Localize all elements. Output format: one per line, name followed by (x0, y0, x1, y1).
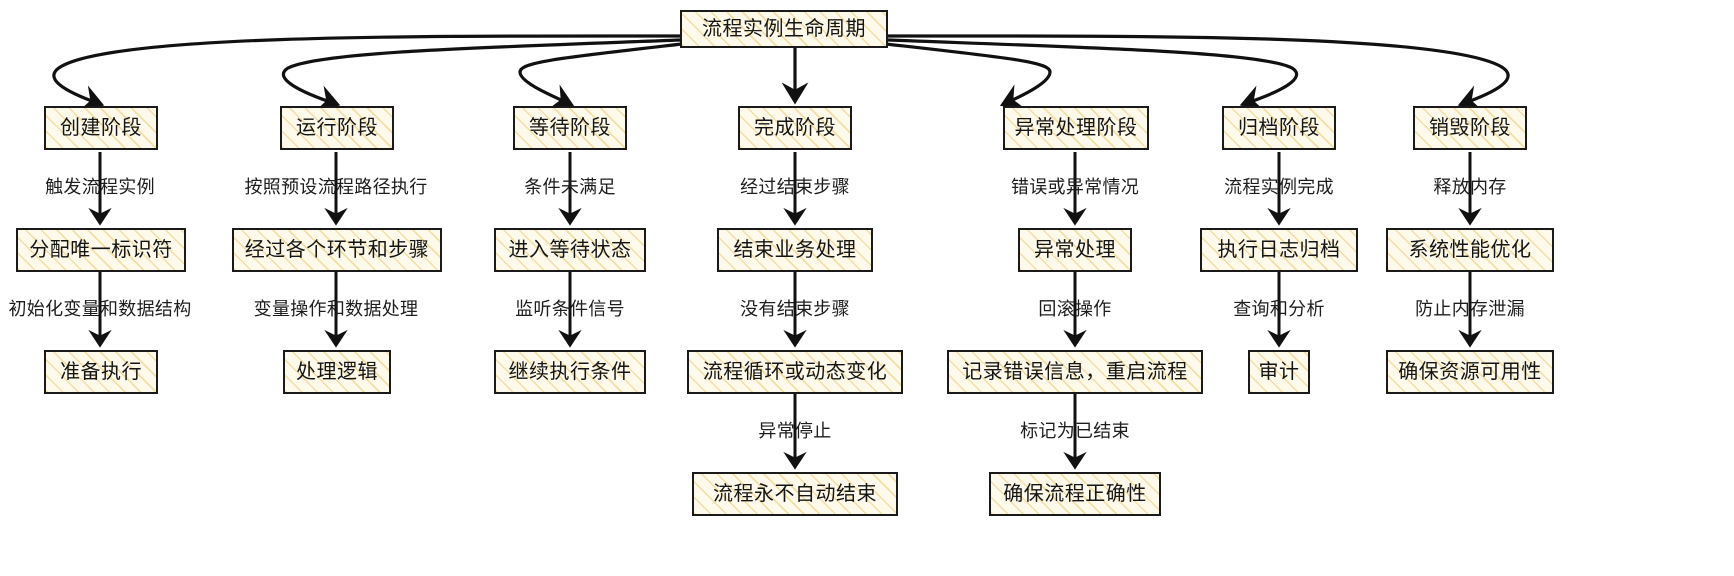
node-b1-step1[interactable]: 分配唯一标识符 (16, 228, 186, 272)
edge-label-b2-1: 变量操作和数据处理 (253, 299, 419, 319)
edge-label-b4-1: 没有结束步骤 (740, 299, 850, 319)
edge-label-b6-0: 流程实例完成 (1224, 177, 1334, 197)
edge-label-b1-0: 触发流程实例 (45, 177, 155, 197)
edge-label-b5-0: 错误或异常情况 (1010, 177, 1140, 197)
node-b5-step1[interactable]: 异常处理 (1018, 228, 1132, 272)
node-b3-step1[interactable]: 进入等待状态 (494, 228, 646, 272)
edge-label-b6-1: 查询和分析 (1233, 299, 1325, 319)
node-b1-step2[interactable]: 准备执行 (44, 350, 158, 394)
node-b7-step2[interactable]: 确保资源可用性 (1386, 350, 1554, 394)
node-stage-create[interactable]: 创建阶段 (44, 106, 158, 150)
node-b4-step2[interactable]: 流程循环或动态变化 (687, 350, 903, 394)
node-b6-step1[interactable]: 执行日志归档 (1200, 228, 1358, 272)
node-stage-waiting[interactable]: 等待阶段 (513, 106, 627, 150)
edge-label-b2-0: 按照预设流程路径执行 (244, 177, 428, 197)
node-b3-step2[interactable]: 继续执行条件 (494, 350, 646, 394)
node-b2-step2[interactable]: 处理逻辑 (283, 350, 391, 394)
node-stage-exception[interactable]: 异常处理阶段 (1003, 106, 1149, 150)
node-b5-step3[interactable]: 确保流程正确性 (989, 472, 1161, 516)
edge-label-b4-2: 异常停止 (758, 421, 832, 441)
edge-label-b5-2: 标记为已结束 (1020, 421, 1130, 441)
node-root[interactable]: 流程实例生命周期 (680, 10, 888, 48)
edge-label-b4-0: 经过结束步骤 (740, 177, 850, 197)
node-stage-complete[interactable]: 完成阶段 (738, 106, 852, 150)
node-stage-archive[interactable]: 归档阶段 (1222, 106, 1336, 150)
edge-label-b7-1: 防止内存泄漏 (1415, 299, 1525, 319)
node-b5-step2[interactable]: 记录错误信息，重启流程 (947, 350, 1203, 394)
node-stage-destroy[interactable]: 销毁阶段 (1413, 106, 1527, 150)
node-b2-step1[interactable]: 经过各个环节和步骤 (232, 228, 442, 272)
edge-label-b3-1: 监听条件信号 (515, 299, 625, 319)
node-b6-step2[interactable]: 审计 (1248, 350, 1310, 394)
node-b4-step1[interactable]: 结束业务处理 (717, 228, 873, 272)
edge-label-b5-1: 回滚操作 (1038, 299, 1112, 319)
node-b4-step3[interactable]: 流程永不自动结束 (692, 472, 898, 516)
edge-label-b1-1: 初始化变量和数据结构 (8, 299, 192, 319)
node-stage-running[interactable]: 运行阶段 (280, 106, 394, 150)
node-b7-step1[interactable]: 系统性能优化 (1386, 228, 1554, 272)
edge-label-b7-0: 释放内存 (1433, 177, 1507, 197)
edge-label-b3-0: 条件未满足 (524, 177, 616, 197)
